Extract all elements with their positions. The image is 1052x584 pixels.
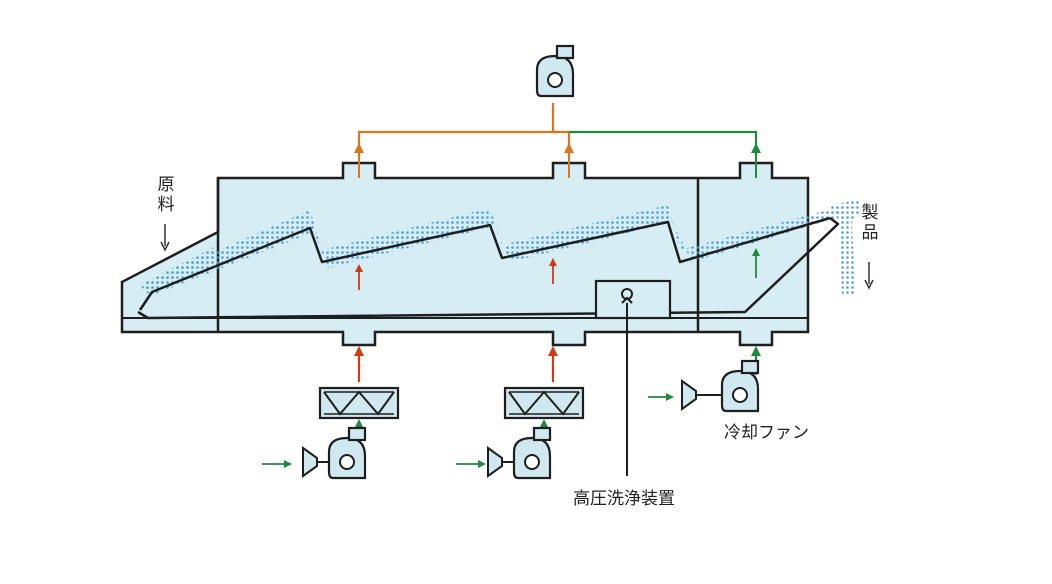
hot-air-arrow-1 [355, 264, 363, 290]
heat-exchanger-icon [503, 386, 585, 420]
material-layer [140, 205, 842, 296]
raw-material-label: 原料 [157, 175, 175, 215]
hot-air-inlet-1 [354, 346, 364, 382]
intake-arrow-1 [262, 460, 292, 468]
high-pressure-washer-box [594, 279, 672, 320]
cool-air-arrow-inside [752, 248, 760, 278]
supply-fan-2 [487, 426, 552, 480]
product-fall [828, 200, 862, 295]
intake-arrow-2 [456, 460, 486, 468]
nozzle-icon [621, 288, 633, 304]
raw-feed [140, 247, 220, 292]
cooling-fan-icon [681, 359, 760, 413]
cooling-fan-label: 冷却ファン [724, 423, 809, 443]
intake-arrow-cooling [648, 393, 674, 401]
exhaust-arrow-1 [354, 143, 364, 178]
exhaust-duct-orange [357, 130, 571, 157]
hot-air-arrow-2 [549, 258, 557, 284]
raw-material-arrow [160, 224, 170, 252]
exhaust-arrow-3 [751, 143, 761, 178]
high-pressure-washer-label: 高圧洗浄装置 [573, 489, 675, 509]
conveyor-belt [137, 216, 840, 320]
fan-icon [535, 44, 575, 98]
product-arrow [864, 262, 874, 290]
heat-exchanger-icon [318, 386, 400, 420]
exhaust-arrow-2 [564, 143, 574, 178]
product-label: 製品 [861, 203, 879, 243]
exhaust-duct-green [569, 130, 758, 157]
hot-air-inlet-2 [548, 346, 558, 382]
supply-fan-1 [302, 426, 367, 480]
